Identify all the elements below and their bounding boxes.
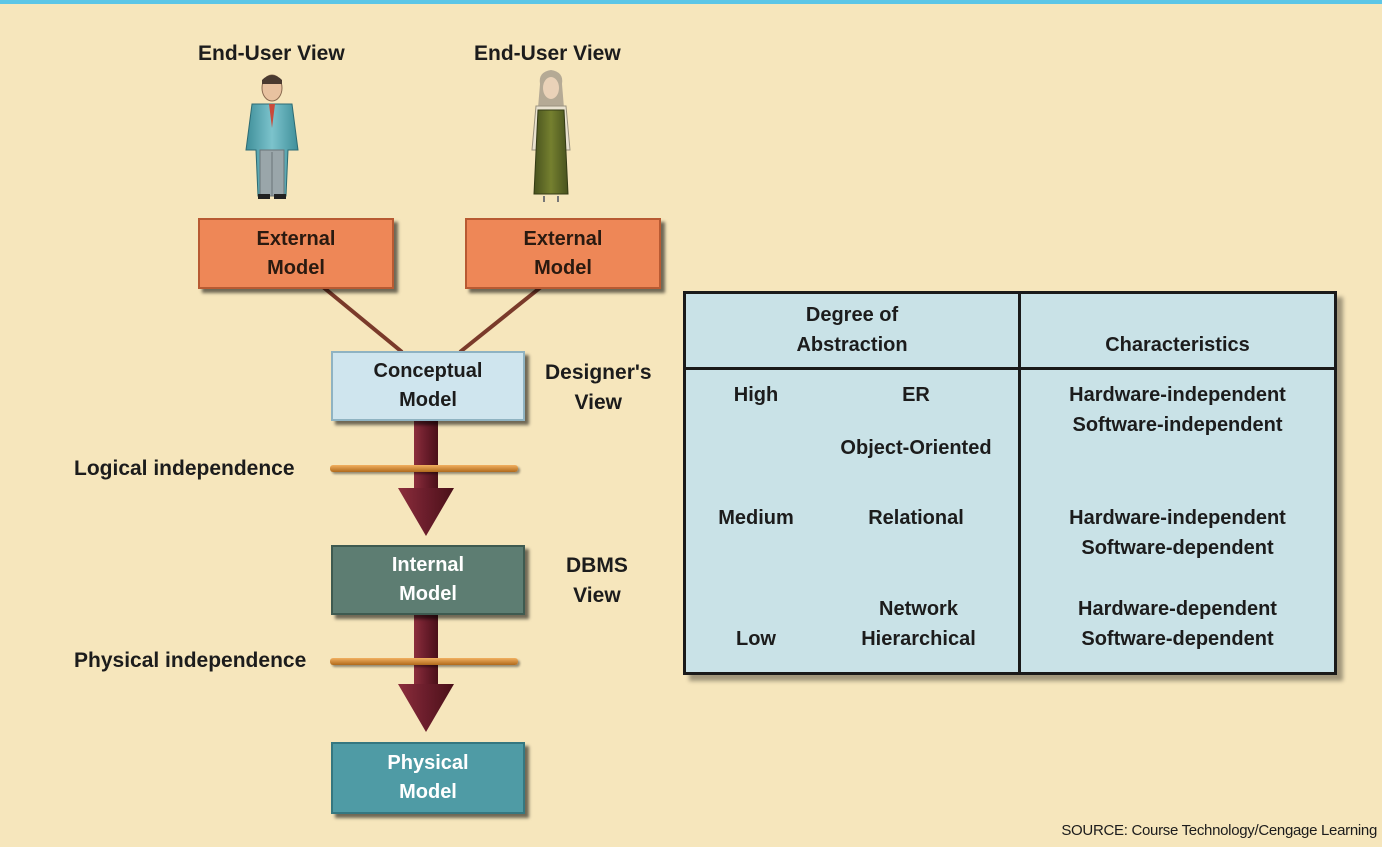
external-model-box-left: External Model — [198, 218, 394, 289]
dbms-view-line2: View — [573, 584, 621, 607]
internal-model-line2: Model — [399, 583, 457, 605]
char-high-hardware: Hardware-independent — [1069, 384, 1286, 406]
level-medium: Medium — [718, 507, 794, 529]
top-border-line — [0, 0, 1387, 4]
char-medium-hardware: Hardware-independent — [1069, 507, 1286, 529]
designers-view-line2: View — [574, 391, 623, 414]
man-figure-icon — [245, 74, 299, 199]
dbms-view-line1: DBMS — [566, 554, 628, 577]
arrow-down-1 — [398, 420, 454, 536]
internal-model-line1: Internal — [391, 554, 465, 576]
woman-figure-icon — [531, 70, 571, 202]
source-credit: SOURCE: Course Technology/Cengage Learni… — [1061, 822, 1377, 839]
table-header-divider — [686, 367, 1334, 370]
designers-view-line1: Designer's — [545, 361, 652, 384]
model-hierarchical: Hierarchical — [861, 628, 976, 650]
conceptual-model-line1: Conceptual — [373, 360, 483, 382]
designers-view-label: Designer's View — [545, 358, 652, 418]
char-medium-software: Software-dependent — [1081, 537, 1274, 559]
physical-model-line1: Physical — [387, 752, 469, 774]
characteristics-low: Hardware-dependent Software-dependent — [1021, 594, 1334, 654]
physical-model-box: Physical Model — [331, 742, 525, 814]
connector-right — [458, 285, 543, 354]
char-low-hardware: Hardware-dependent — [1078, 598, 1277, 620]
logical-independence-bar — [330, 465, 518, 472]
connector-left — [321, 285, 404, 354]
physical-model-line2: Model — [399, 781, 457, 803]
external-model-right-line1: External — [523, 227, 603, 250]
end-user-view-label-left: End-User View — [198, 42, 345, 65]
conceptual-model-box: Conceptual Model — [331, 351, 525, 421]
bottom-edge — [0, 847, 1387, 851]
external-model-right-line2: Model — [534, 256, 592, 279]
header-abstraction-line1: Degree of — [805, 304, 899, 326]
model-network: Network — [879, 598, 958, 620]
end-user-view-label-right: End-User View — [474, 42, 621, 65]
logical-independence-label: Logical independence — [74, 457, 295, 480]
characteristics-high: Hardware-independent Software-independen… — [1021, 380, 1334, 440]
char-low-software: Software-dependent — [1081, 628, 1274, 650]
char-high-software: Software-independent — [1072, 414, 1283, 436]
conceptual-model-line2: Model — [399, 389, 457, 411]
model-object-oriented: Object-Oriented — [840, 437, 992, 459]
physical-independence-bar — [330, 658, 518, 665]
dbms-view-label: DBMS View — [566, 551, 628, 611]
header-degree-of-abstraction: Degree of Abstraction — [686, 300, 1018, 360]
abstraction-table: Degree of Abstraction Characteristics Hi… — [683, 291, 1337, 675]
physical-independence-label: Physical independence — [74, 649, 307, 672]
header-characteristics: Characteristics — [1105, 334, 1250, 356]
header-abstraction-line2: Abstraction — [796, 334, 908, 356]
level-high: High — [733, 384, 779, 406]
right-edge — [1382, 0, 1387, 851]
characteristics-medium: Hardware-independent Software-dependent — [1021, 503, 1334, 563]
internal-model-box: Internal Model — [331, 545, 525, 615]
level-low: Low — [736, 628, 776, 650]
model-er: ER — [902, 384, 930, 406]
external-model-box-right: External Model — [465, 218, 661, 289]
arrow-down-2 — [398, 614, 454, 732]
model-relational: Relational — [868, 507, 964, 529]
table-column-divider — [1018, 294, 1021, 672]
external-model-left-line1: External — [256, 227, 336, 250]
external-model-left-line2: Model — [267, 256, 325, 279]
